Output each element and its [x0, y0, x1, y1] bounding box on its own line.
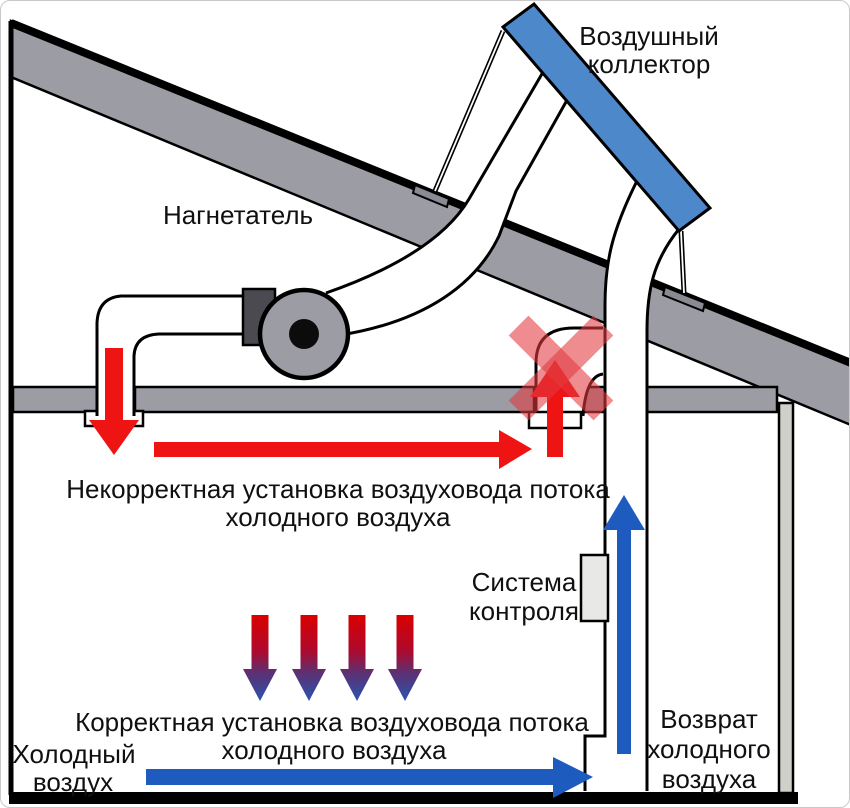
- collector-strut-upper: [411, 30, 506, 209]
- return-duct: [583, 172, 681, 791]
- label-correct-line2: холодного воздуха: [222, 735, 447, 765]
- supply-duct: [325, 66, 573, 337]
- x-mark: [508, 315, 614, 421]
- correct-flow-arrows: [146, 495, 645, 798]
- labels: Воздушный коллектор Нагнетатель Некоррек…: [12, 21, 770, 797]
- ceiling-segment: [11, 385, 99, 414]
- incorrect-flow-arrowhead: [499, 430, 532, 469]
- ceiling-segment: [133, 385, 536, 414]
- label-air-collector-line1: Воздушный: [579, 21, 718, 51]
- incorrect-flow-arrow: [154, 442, 499, 457]
- label-return-line3: воздуха: [662, 764, 757, 794]
- incorrect-riser-arrow: [547, 395, 563, 457]
- roof-slab: [9, 19, 849, 426]
- blower: [95, 287, 351, 416]
- label-incorrect-line1: Некорректная установка воздуховода поток…: [66, 474, 610, 504]
- label-control-line2: контроля: [469, 596, 579, 626]
- strut-bracket: [661, 285, 707, 313]
- control-system-box: [579, 553, 610, 623]
- blower-fan-hub: [289, 319, 319, 349]
- return-riser-arrow: [617, 528, 631, 754]
- cold-air-down-arrowhead: [89, 420, 139, 455]
- gradient-down-arrow: [243, 615, 277, 701]
- heat-distribution-arrows: [243, 615, 422, 701]
- cold-air-flow-arrow: [146, 769, 553, 785]
- gradient-down-arrow: [388, 615, 422, 701]
- label-cold-air-line2: воздух: [33, 767, 113, 797]
- floor: [9, 792, 798, 804]
- cold-air-flow-arrowhead: [553, 757, 593, 798]
- cold-air-down-arrow: [105, 348, 123, 420]
- roof: [9, 19, 849, 426]
- gradient-down-arrow: [340, 615, 374, 701]
- gradient-down-arrow: [292, 615, 326, 701]
- collector-strut-lower: [661, 230, 707, 313]
- ceiling-segment: [645, 385, 779, 414]
- label-cold-air-line1: Холодный: [12, 739, 135, 769]
- label-return-line2: холодного: [647, 734, 770, 764]
- label-return-line1: Возврат: [660, 704, 758, 734]
- solar-collector-panel: [500, 1, 713, 234]
- strut-bracket: [411, 183, 451, 209]
- label-air-collector-line2: коллектор: [588, 49, 711, 79]
- return-riser-arrowhead: [603, 495, 645, 530]
- label-control-line1: Система: [472, 567, 577, 597]
- label-correct-line1: Корректная установка воздуховода потока: [75, 707, 589, 737]
- right-wall: [777, 401, 795, 795]
- label-incorrect-line2: холодного воздуха: [226, 502, 451, 532]
- label-blower: Нагнетатель: [163, 200, 313, 230]
- blower-intake-duct: [97, 296, 253, 416]
